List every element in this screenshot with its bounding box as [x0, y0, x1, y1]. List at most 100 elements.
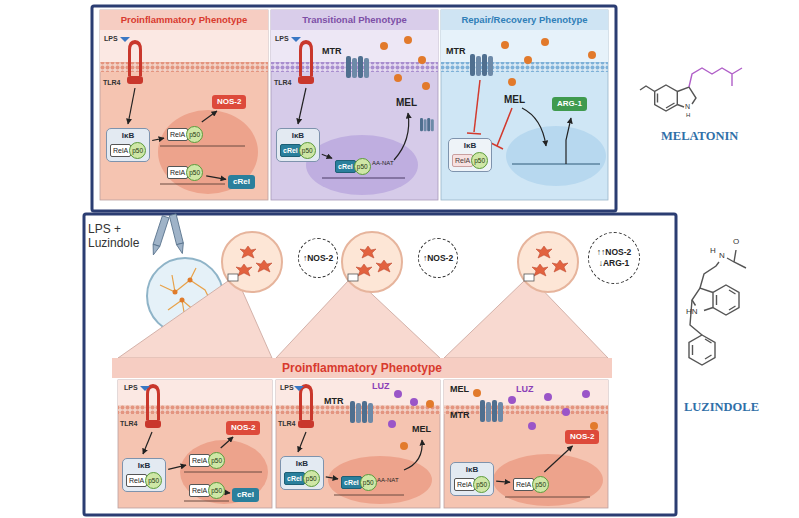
gene-label: NOS-2: [217, 97, 241, 107]
gene-box: cRel: [232, 488, 259, 502]
molecule-label: MEL: [504, 94, 525, 106]
arrow-connector: [206, 176, 226, 180]
ikb-complex: IκBRelAp50: [450, 462, 494, 496]
luzindole-cell-a: [118, 380, 272, 508]
phenotype-header: Proinflammatory Phenotype: [112, 358, 612, 378]
proinflammatory-cell: [100, 10, 268, 200]
gene-label: NOS-2: [570, 432, 594, 442]
luzindole-cell-b: [276, 380, 440, 508]
nuclear-complex: cRelp50: [340, 472, 378, 492]
atom-label: H: [710, 246, 716, 255]
receptor-label: MTR: [450, 410, 470, 420]
nuclear-complex: RelAp50: [188, 480, 226, 500]
gene-label: AA-NAT: [377, 477, 399, 484]
p50-subunit: p50: [354, 158, 371, 175]
p50-subunit: p50: [186, 126, 203, 143]
receptor-label: TLR4: [120, 420, 138, 428]
arrow-connector: [202, 111, 217, 122]
compound-name: LUZINDOLE: [684, 400, 759, 414]
gene-box: NOS-2: [226, 421, 260, 435]
gene-box: NOS-2: [565, 430, 599, 444]
subunit-box: RelA: [454, 478, 475, 491]
nuclear-complex: RelAp50: [512, 474, 550, 494]
pipettes: [150, 214, 186, 256]
receptor-label: MTR: [446, 46, 466, 56]
receptor-label: MTR: [324, 396, 344, 406]
ikb-label: IκB: [452, 141, 488, 151]
atom-label: H: [686, 112, 690, 119]
antagonist-label: LUZ: [516, 384, 534, 394]
molecule-label: MEL: [396, 97, 417, 109]
phenotype-panel: Repair/Recovery PhenotypeARG-1IκBRelAp50: [441, 10, 608, 200]
phenotype-header: Transitional Phenotype: [271, 10, 438, 30]
microglia-dish: [222, 232, 578, 292]
gene-label: NOS-2: [231, 423, 255, 433]
complex-row: RelAp50: [454, 475, 490, 493]
gene-label: cRel: [237, 490, 254, 500]
gene-label: cRel: [233, 177, 250, 187]
nuclear-complex: RelAp50: [166, 162, 204, 182]
melatonin-structure: [640, 68, 742, 111]
ligand-label: LPS: [275, 35, 289, 43]
expression-circle: ↑NOS-2: [298, 238, 338, 278]
atom-label: O: [733, 237, 739, 246]
ligand-label: LPS: [124, 384, 138, 392]
ligand-label: LPS: [104, 35, 118, 43]
ikb-label: IκB: [110, 131, 146, 141]
nuclear-complex: RelAp50: [166, 124, 204, 144]
nuclear-complex: RelAp50: [188, 450, 226, 470]
ikb-complex: IκBRelAp50: [122, 458, 166, 492]
p50-subunit: p50: [532, 476, 549, 493]
p50-subunit: p50: [208, 452, 225, 469]
ikb-complex: IκBcRelp50: [276, 128, 320, 162]
p50-subunit: p50: [129, 142, 146, 159]
repair-cell: [441, 10, 608, 200]
phenotype-panel: Transitional PhenotypeIκBcRelp50cRelp50: [271, 10, 438, 200]
expression-circle: ↑NOS-2: [418, 238, 458, 278]
subunit-box: cRel: [280, 144, 301, 157]
subunit-box: RelA: [167, 166, 188, 179]
treatment-label: LPS + Luzindole: [88, 222, 148, 250]
luzindole-structure: [689, 250, 746, 365]
arrow-connector: [228, 492, 230, 493]
subunit-box: RelA: [513, 478, 534, 491]
subunit-box: cRel: [341, 476, 362, 489]
subunit-box: RelA: [167, 128, 188, 141]
arrow-connector: [544, 446, 572, 472]
ikb-complex: IκBRelAp50: [448, 138, 492, 172]
gene-box: NOS-2: [212, 95, 246, 109]
expression-label: ↑NOS-2: [303, 253, 333, 264]
ikb-label: IκB: [126, 461, 162, 471]
complex-row: RelAp50: [110, 141, 146, 159]
ikb-label: IκB: [284, 459, 320, 469]
subunit-box: RelA: [126, 474, 147, 487]
atom-label: N: [719, 251, 725, 260]
gene-box: cRel: [228, 175, 255, 189]
arrow-connector: [326, 477, 338, 479]
arrow-connector: [322, 154, 332, 158]
atom-label: HN: [686, 307, 698, 316]
p50-subunit: p50: [208, 482, 225, 499]
complex-row: cRelp50: [280, 141, 316, 159]
expression-circle: ↑↑NOS-2↓ARG-1: [588, 232, 640, 284]
subunit-box: cRel: [335, 160, 356, 173]
arrow-connector: [168, 465, 186, 469]
expression-label: ↑↑NOS-2: [597, 247, 631, 258]
atom-label: N: [685, 103, 690, 111]
p50-subunit: p50: [360, 474, 377, 491]
ligand-label: LPS: [280, 384, 294, 392]
nuclear-complex: cRelp50: [334, 156, 372, 176]
arrow-connector: [152, 138, 164, 140]
zoom-projection: [118, 281, 608, 358]
complex-row: RelAp50: [126, 471, 162, 489]
expression-label: ↑NOS-2: [423, 253, 453, 264]
expression-label: ↓ARG-1: [599, 258, 630, 269]
luzindole-cell-c: [444, 380, 608, 508]
arrow-connector: [496, 481, 510, 482]
molecule-label: MEL: [412, 424, 431, 434]
receptor-label: TLR4: [274, 79, 292, 87]
